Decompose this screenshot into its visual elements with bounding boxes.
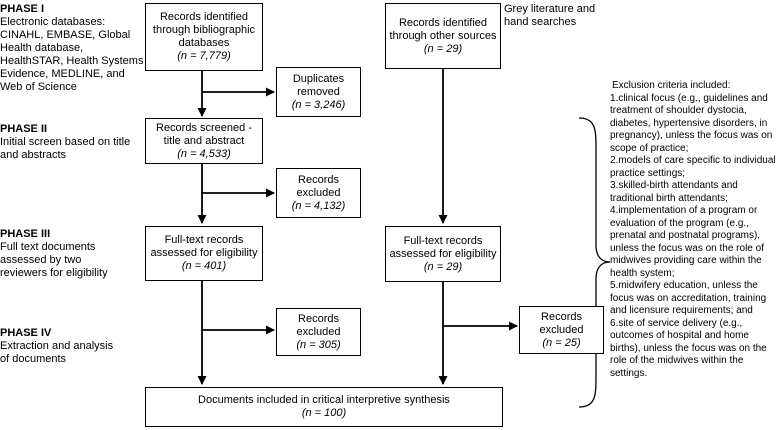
exclusion-item-4: 4.implementation of a program or evaluat… bbox=[610, 205, 764, 279]
box-records-other-label: Records identified through other sources bbox=[389, 16, 497, 42]
phase-1: PHASE I Electronic databases: CINAHL, EM… bbox=[0, 3, 145, 94]
box-records-screened: Records screened - title and abstract (n… bbox=[145, 118, 263, 164]
box-screened-count: (n = 4,533) bbox=[177, 147, 231, 160]
box-records-databases-label: Records identified through bibliographic… bbox=[152, 11, 256, 49]
box-records-excluded-3: Records excluded (n = 25) bbox=[519, 306, 604, 354]
box-fulltext-left-count: (n = 401) bbox=[181, 260, 227, 272]
phase-2-title: PHASE II bbox=[0, 123, 48, 135]
phase-2: PHASE II Initial screen based on title a… bbox=[0, 123, 140, 162]
box-fulltext-right: Full-text records assessed for eligibili… bbox=[385, 226, 501, 282]
grey-literature-note: Grey literature and hand searches bbox=[504, 3, 596, 28]
box-records-databases-count: (n = 7,779) bbox=[177, 50, 231, 62]
box-fulltext-right-count: (n = 29) bbox=[423, 260, 463, 273]
box-duplicates-label: Duplicates removed bbox=[292, 72, 345, 98]
phase-3-desc: Full text documents assessed by two revi… bbox=[0, 241, 108, 279]
exclusion-item-1: 1.clinical focus (e.g., guidelines and t… bbox=[610, 92, 773, 154]
exclusion-item-3: 3.skilled-birth attendants and tradition… bbox=[610, 180, 738, 204]
box-screened-label: Records screened - title and abstract bbox=[156, 121, 252, 147]
phase-1-title: PHASE I bbox=[0, 3, 45, 15]
box-records-databases: Records identified through bibliographic… bbox=[145, 3, 263, 71]
box-records-excluded-2: Records excluded (n = 305) bbox=[276, 308, 361, 356]
box-excluded-3-count: (n = 25) bbox=[542, 336, 581, 349]
exclusion-title: Exclusion criteria included: bbox=[612, 80, 731, 91]
phase-3-title: PHASE III bbox=[0, 228, 51, 240]
box-excluded-1-label: Records excluded bbox=[296, 173, 341, 199]
box-duplicates-removed: Duplicates removed (n = 3,246) bbox=[276, 67, 361, 117]
box-documents-included: Documents included in critical interpret… bbox=[145, 387, 503, 427]
phase-4-desc: Extraction and analysis of documents bbox=[0, 340, 114, 365]
box-excluded-2-label: Records excluded bbox=[296, 312, 341, 338]
box-records-other-sources: Records identified through other sources… bbox=[385, 3, 501, 69]
phase-4-title: PHASE IV bbox=[0, 327, 52, 339]
box-excluded-1-count: (n = 4,132) bbox=[291, 199, 346, 212]
box-records-other-count: (n = 29) bbox=[423, 42, 463, 55]
phase-1-desc: Electronic databases: CINAHL, EMBASE, Gl… bbox=[0, 16, 144, 93]
box-fulltext-left-label: Full-text records assessed for eligibili… bbox=[150, 234, 258, 259]
exclusion-criteria: Exclusion criteria included: 1.clinical … bbox=[610, 80, 776, 380]
phase-2-desc: Initial screen based on title and abstra… bbox=[0, 136, 131, 161]
exclusion-item-6: 6.site of service delivery (e.g., outcom… bbox=[610, 317, 767, 379]
exclusion-item-2: 2.models of care specific to individual … bbox=[610, 155, 776, 179]
box-fulltext-right-label: Full-text records assessed for eligibili… bbox=[389, 234, 497, 260]
box-included-count: (n = 100) bbox=[301, 407, 347, 419]
box-records-excluded-1: Records excluded (n = 4,132) bbox=[276, 168, 361, 218]
phase-4: PHASE IV Extraction and analysis of docu… bbox=[0, 327, 120, 366]
exclusion-list: 1.clinical focus (e.g., guidelines and t… bbox=[610, 93, 776, 381]
box-excluded-3-label: Records excluded bbox=[539, 310, 584, 336]
box-duplicates-count: (n = 3,246) bbox=[291, 98, 346, 111]
box-fulltext-left: Full-text records assessed for eligibili… bbox=[145, 226, 263, 281]
box-excluded-2-count: (n = 305) bbox=[296, 338, 341, 351]
exclusion-brace bbox=[578, 117, 611, 408]
box-included-label: Documents included in critical interpret… bbox=[198, 394, 450, 406]
phase-3: PHASE III Full text documents assessed b… bbox=[0, 228, 125, 280]
exclusion-item-5: 5.midwifery education, unless the focus … bbox=[610, 280, 767, 316]
